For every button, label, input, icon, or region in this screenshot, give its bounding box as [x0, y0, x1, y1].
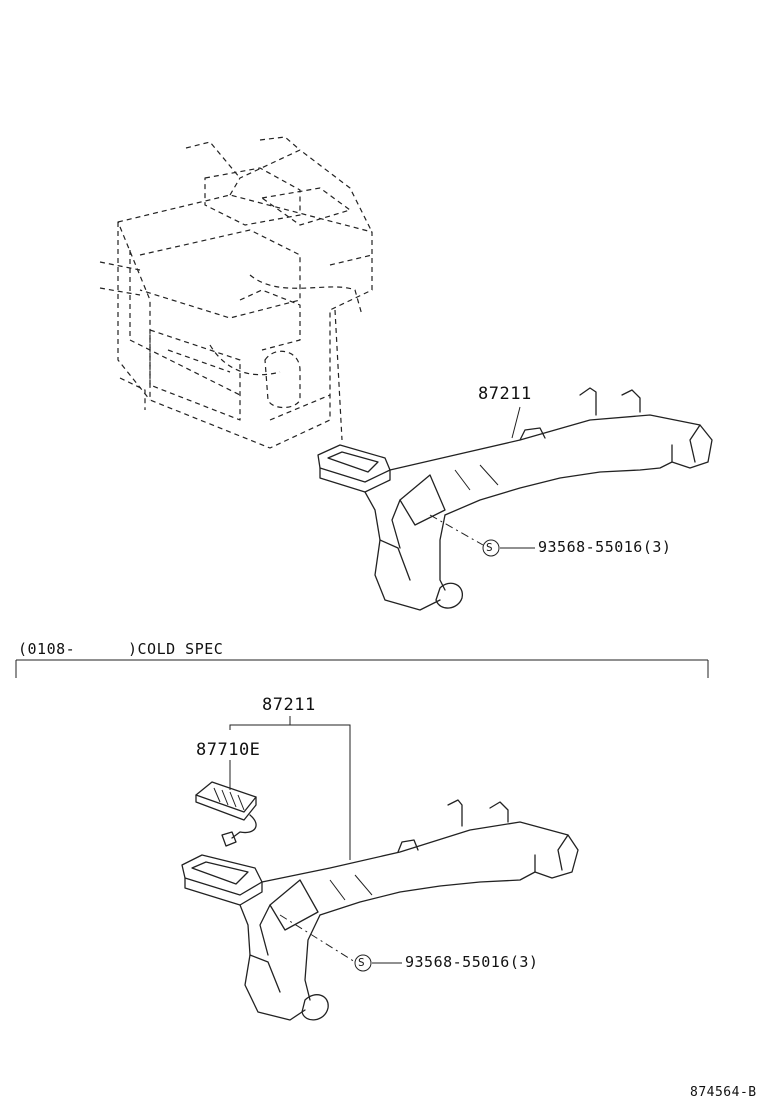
sensor-87710e — [195, 781, 257, 847]
spec-bracket — [15, 659, 709, 678]
reference-code: 874564-B — [690, 1085, 757, 1100]
spec-close: )COLD SPEC — [128, 640, 224, 658]
spec-open: (0108- — [18, 640, 76, 658]
heater-unit-outline — [99, 136, 373, 449]
lower-leaders — [229, 716, 402, 972]
lower-screw-circle — [354, 954, 372, 972]
upper-part-label: 87211 — [478, 384, 532, 404]
lower-screw-label: 93568-55016(3) — [405, 953, 539, 971]
lower-sub-part-label: 87710E — [196, 740, 261, 760]
lower-screw-symbol: S — [358, 956, 366, 969]
upper-screw-circle — [482, 539, 500, 557]
upper-duct — [317, 387, 713, 611]
upper-screw-label: 93568-55016(3) — [538, 538, 672, 556]
lower-part-label: 87211 — [262, 695, 316, 715]
upper-leaders — [429, 406, 535, 557]
lower-duct — [181, 799, 579, 1021]
upper-screw-symbol: S — [486, 541, 494, 554]
